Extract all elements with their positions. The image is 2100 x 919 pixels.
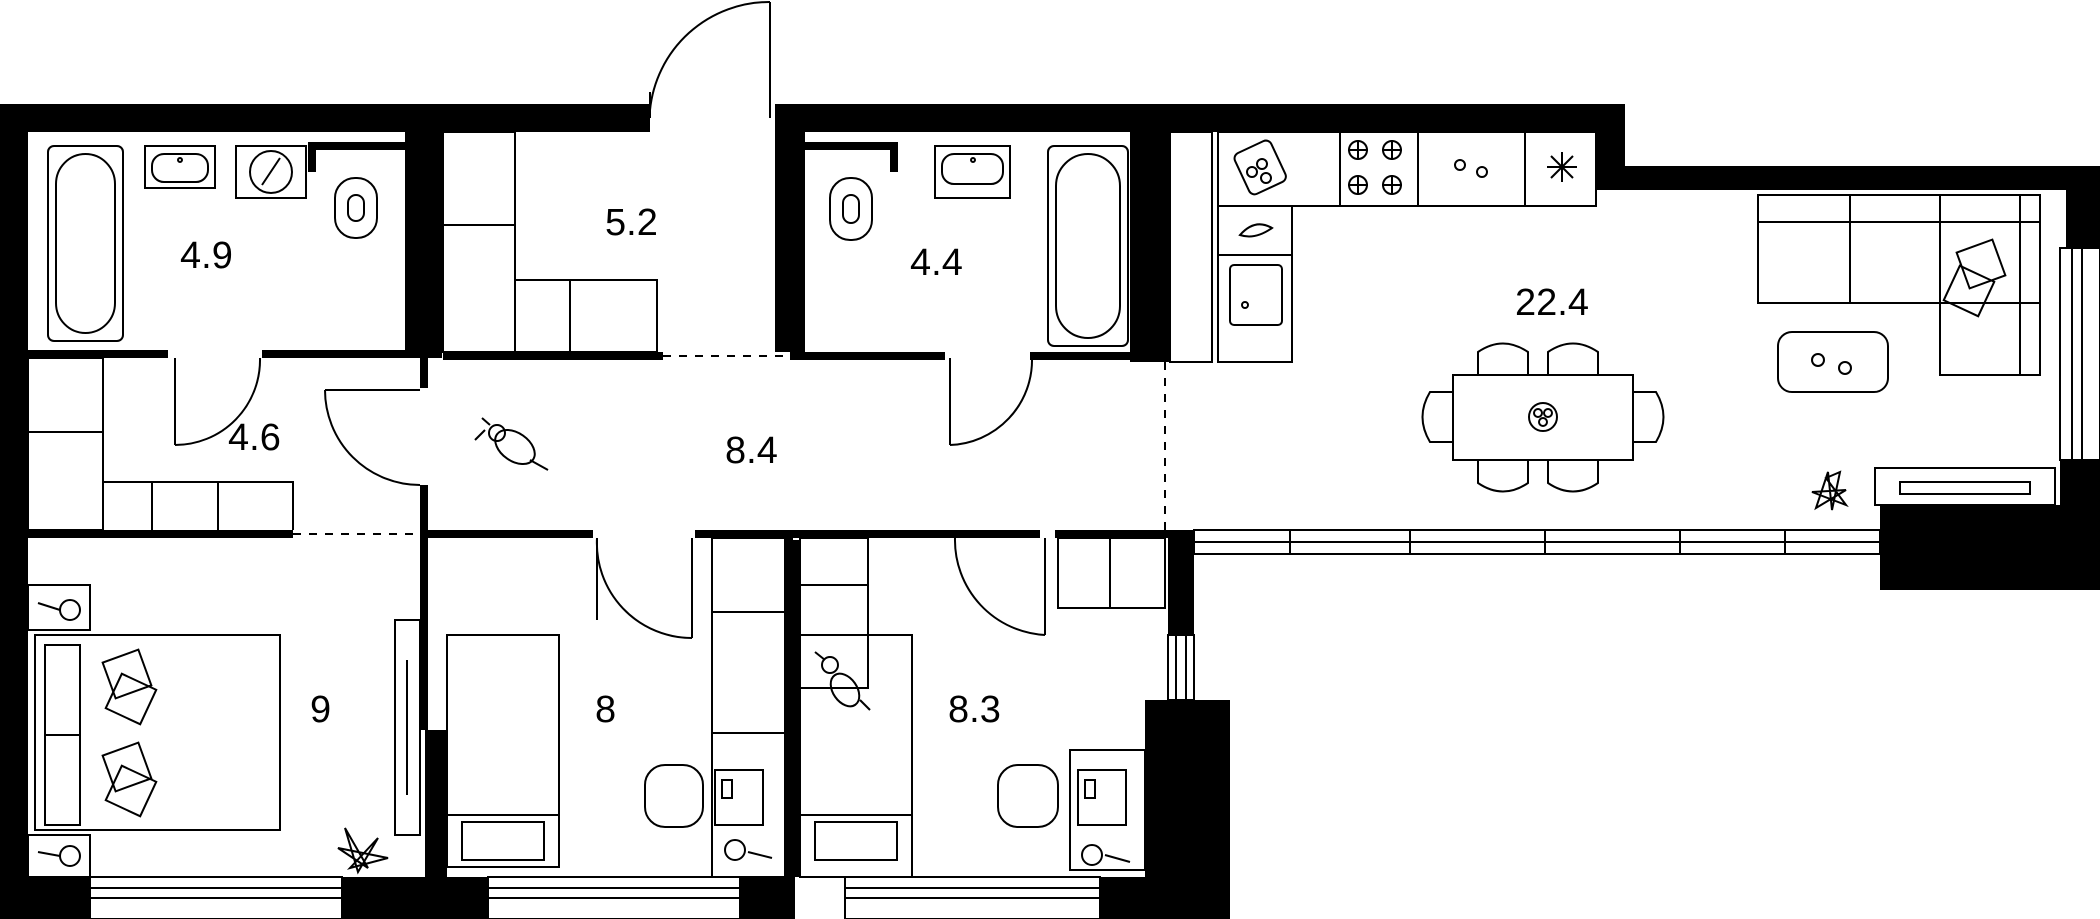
entry-wardrobe bbox=[27, 357, 294, 531]
doors bbox=[174, 0, 1046, 640]
bedroom-2-furniture bbox=[446, 537, 786, 878]
area-label-storage: 5.2 bbox=[605, 202, 658, 244]
living-furniture bbox=[1757, 194, 2056, 511]
area-label-bedroom-2: 8 bbox=[595, 689, 616, 731]
toy-rabbit-icon bbox=[474, 417, 549, 471]
area-label-corridor: 8.4 bbox=[725, 430, 778, 472]
windows bbox=[89, 247, 2100, 919]
storage-shelving bbox=[442, 131, 658, 353]
interior-walls bbox=[28, 142, 1170, 880]
area-label-bathroom-2: 4.4 bbox=[910, 242, 963, 284]
bathroom-2-fixtures bbox=[829, 145, 1129, 347]
bathroom-1-fixtures bbox=[47, 145, 378, 342]
area-label-kitchen-living: 22.4 bbox=[1515, 282, 1589, 324]
zone-dividers bbox=[293, 355, 1166, 535]
master-bedroom-furniture bbox=[27, 584, 421, 878]
teddy-bear-icon bbox=[814, 651, 871, 711]
area-label-entry-hall: 4.6 bbox=[228, 417, 281, 459]
bedroom-3-furniture bbox=[799, 537, 1166, 878]
dining-set bbox=[1421, 342, 1665, 493]
area-labels: 4.9 5.2 4.4 22.4 4.6 8.4 9 8 8.3 bbox=[180, 202, 1589, 731]
area-label-bedroom-3: 8.3 bbox=[948, 689, 1001, 731]
exterior-walls bbox=[0, 104, 2100, 919]
area-label-bedroom-master: 9 bbox=[310, 689, 331, 731]
area-label-bathroom-1: 4.9 bbox=[180, 235, 233, 277]
kitchen-cabinets bbox=[1169, 131, 1597, 363]
